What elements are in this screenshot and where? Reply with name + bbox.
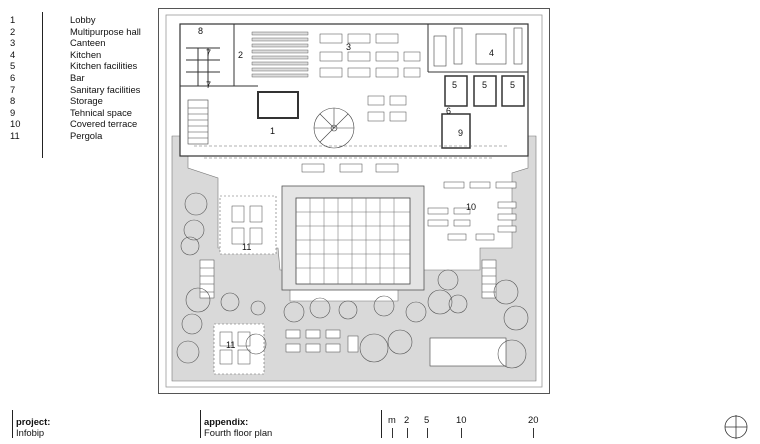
legend-row: 9 Tehnical space [10,107,141,119]
lobby-tables [301,163,399,173]
legend-divider [42,12,43,158]
label-storage: 8 [198,26,203,36]
appendix-block: appendix: Fourth floor plan [204,416,272,438]
pergola-lower-tables [219,331,251,365]
legend-label: Multipurpose hall [70,25,141,37]
footer-divider-left [12,410,13,438]
label-pergola-upper: 11 [242,242,251,252]
project-block: project: Infobip [16,416,50,438]
pergola-upper [219,195,277,255]
scale-tick-5 [427,428,428,438]
interior-walls [180,24,528,149]
legend-row: 6 Bar [10,72,141,84]
appendix-heading: appendix: [204,416,249,427]
label-lobby: 1 [270,126,275,136]
label-covered-terrace: 10 [466,202,476,212]
scale-mark-2: 2 [404,414,410,425]
scale-mark-20: 20 [528,414,539,425]
legend-label: Pergola [70,129,103,141]
legend-row: 8 Storage [10,95,141,107]
label-sanitary-2: 7 [206,80,211,90]
legend-label: Sanitary facilities [70,83,141,95]
legend-label: Kitchen [70,48,102,60]
legend-row: 7 Sanitary facilities [10,84,141,96]
legend-number: 4 [10,48,16,60]
scale-mark-10: 10 [456,414,467,425]
canteen-tables [319,33,421,122]
appendix-value: Fourth floor plan [204,427,273,438]
skylight-grid [296,198,410,284]
legend-label: Kitchen facilities [70,60,138,72]
room-number-labels: 1 2 3 4 5 5 5 6 7 7 8 9 10 11 11 [198,26,515,350]
site-boundary [165,14,543,388]
scale-tick-10 [461,428,462,438]
legend-label: Lobby [70,14,96,25]
project-value: Infobip [16,427,45,438]
label-canteen: 3 [346,42,351,52]
legend-row: 2 Multipurpose hall [10,26,141,38]
terrace-tables [427,181,517,241]
legend-number: 3 [10,37,16,49]
label-technical: 9 [458,128,463,138]
legend-row: 5 Kitchen facilities [10,60,141,72]
label-sanitary-1: 7 [206,48,211,58]
footer-divider-right [381,410,382,438]
legend-row: 10 Covered terrace [10,118,141,130]
legend-number: 9 [10,106,16,118]
stair-left [187,99,209,145]
legend-number: 6 [10,71,16,83]
legend-number: 11 [10,129,20,141]
legend-label: Covered terrace [70,118,138,130]
scale-tick-0 [392,428,393,438]
project-heading: project: [16,416,51,427]
footer-divider-mid [200,410,201,438]
label-kitchen-facilities-3: 5 [510,80,515,90]
stair-lower-right [481,259,497,299]
label-kitchen-facilities-1: 5 [452,80,457,90]
label-kitchen: 4 [489,48,494,58]
legend-label: Canteen [70,37,106,49]
label-kitchen-facilities-2: 5 [482,80,487,90]
legend-number: 10 [10,118,21,130]
legend-row: 11 Pergola [10,130,141,142]
spiral-stair [313,107,355,149]
legend-number: 5 [10,60,16,72]
hall-seating [251,31,309,78]
scale-mark-5: 5 [424,414,430,425]
legend-label: Bar [70,71,85,83]
floor-plan: 1 2 3 4 5 5 5 6 7 7 8 9 10 11 11 [158,8,550,394]
lobby-dashes [194,145,508,159]
atrium-skylight [295,197,411,285]
label-bar: 6 [446,106,451,116]
label-multipurpose: 2 [238,50,243,60]
trees [176,192,529,369]
pergola-upper-tables [231,205,263,245]
legend-label: Tehnical space [70,106,133,118]
kitchen-equipment [433,27,523,67]
north-arrow-icon [724,415,748,439]
legend-number: 1 [10,14,16,25]
lower-courtyard-tables [285,329,359,353]
legend-number: 8 [10,95,16,107]
scale-unit: m [388,414,396,425]
legend-number: 2 [10,25,16,37]
legend-row: 4 Kitchen [10,49,141,61]
pergola-lower [213,323,265,375]
lounge-lower-right [429,337,507,367]
legend-label: Storage [70,95,103,107]
label-pergola-lower: 11 [226,340,235,350]
legend-row: 1 Lobby [10,14,141,26]
legend-number: 7 [10,83,16,95]
legend-row: 3 Canteen [10,37,141,49]
scale-tick-2 [407,428,408,438]
scale-tick-20 [533,428,534,438]
